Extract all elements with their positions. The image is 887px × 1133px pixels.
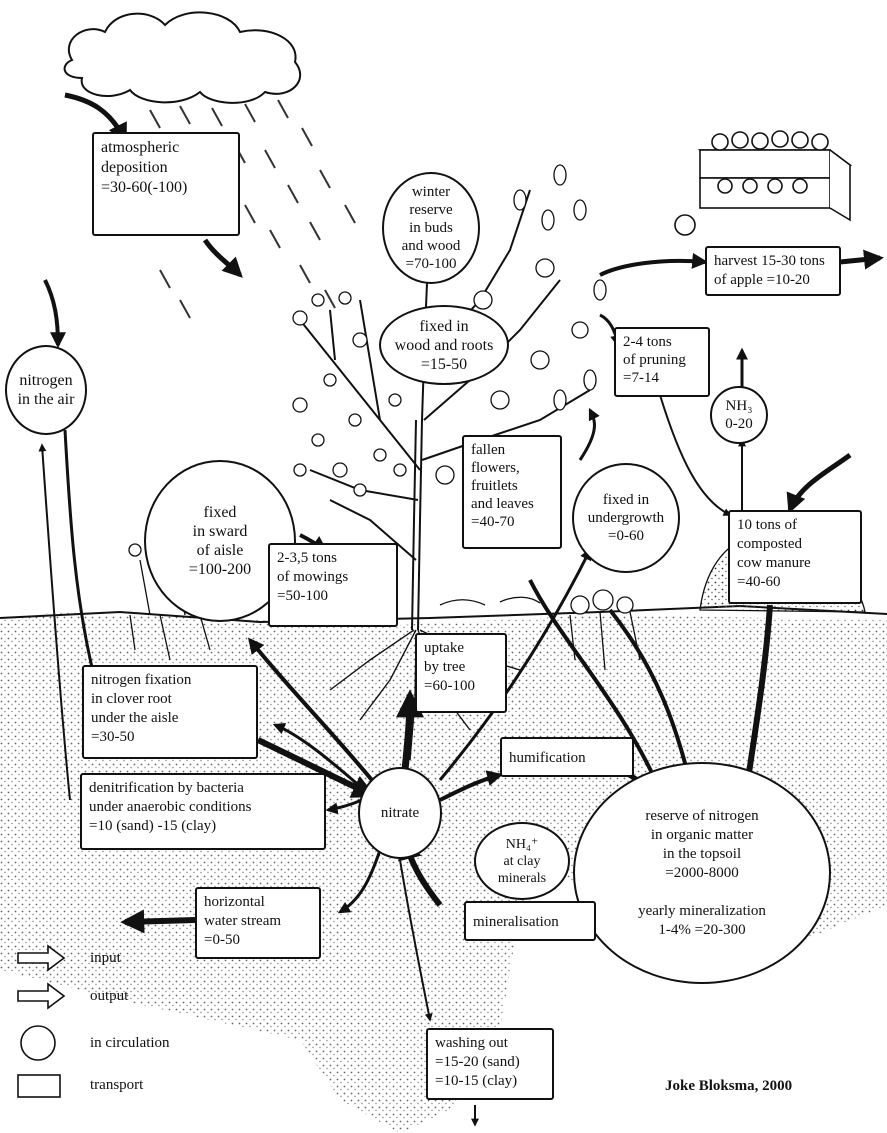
node-clover-fixation: nitrogen fixation in clover root under t… [82, 665, 258, 759]
legend-icons [17, 944, 66, 1098]
legend-output-label: output [90, 988, 129, 1004]
fallen-leaves-icon [439, 596, 541, 606]
legend-circulation-label: in circulation [90, 1035, 170, 1051]
arrow-denitrification-to-air [38, 443, 71, 801]
circulation-circle-icon [20, 1025, 56, 1061]
arrow-fallen-to-reserve [528, 579, 663, 793]
node-harvest: harvest 15-30 tons of apple =10-20 [705, 246, 841, 296]
node-nh3: NH₃ 0-20 [710, 386, 768, 444]
node-composted-manure: 10 tons of composted cow manure =40-60 [728, 510, 862, 604]
node-atmospheric-deposition: atmospheric deposition =30-60(-100) [92, 132, 240, 236]
node-mineralisation: mineralisation [464, 901, 596, 941]
node-reserve-organic: reserve of nitrogen in organic matter in… [573, 762, 831, 984]
node-nitrate: nitrate [358, 767, 442, 859]
arrow-nitrate-to-undergrowth [438, 547, 592, 781]
arrow-harvest-out [599, 252, 709, 277]
node-nitrogen-air: nitrogen in the air [5, 345, 87, 435]
output-arrow-icon [17, 982, 66, 1010]
arrow-clover-to-nitrate [256, 737, 377, 798]
arrow-air-down [43, 279, 66, 349]
node-fixed-sward: fixed in sward of aisle =100-200 [144, 460, 296, 622]
transport-rect-icon [17, 1074, 61, 1098]
node-horizontal-stream: horizontal water stream =0-50 [195, 887, 321, 959]
arrow-nitrate-to-washing [399, 859, 433, 1022]
node-denitrification: denitrification by bacteria under anaero… [80, 773, 326, 850]
apple-crate-icon [674, 130, 853, 236]
arrow-atmospheric-in [64, 92, 128, 144]
node-fixed-wood-roots: fixed in wood and roots =15-50 [379, 305, 509, 385]
arrow-harvest-right [839, 249, 884, 270]
arrow-fallen-loop [578, 407, 600, 461]
node-nh4-clay: NH₄⁺ at clay minerals [474, 822, 570, 900]
arrow-nitrate-to-sward [248, 637, 382, 792]
arrow-nitrate-to-stream [337, 849, 382, 914]
arrow-manure-in [786, 452, 852, 514]
node-uptake-tree: uptake by tree =60-100 [415, 633, 507, 713]
arrow-deposition-down [202, 238, 243, 278]
arrow-air-to-soil [63, 429, 99, 683]
arrow-nitrate-to-uptake [395, 689, 424, 771]
arrow-pruning-to-manure [659, 394, 732, 516]
credit-text: Joke Bloksma, 2000 [665, 1078, 793, 1094]
input-arrow-icon [17, 944, 66, 972]
cloud-icon [63, 11, 302, 104]
arrow-nitrate-to-humification [439, 770, 504, 802]
foliage-icon [292, 164, 607, 497]
node-fixed-undergrowth: fixed in undergrowth =0-60 [572, 463, 680, 573]
node-fallen-flowers: fallen flowers, fruitlets and leaves =40… [462, 435, 562, 549]
node-winter-reserve: winter reserve in buds and wood =70-100 [382, 172, 480, 284]
node-humification: humification [500, 737, 634, 777]
arrow-stream-out [120, 909, 196, 934]
legend-input-label: input [90, 950, 121, 966]
legend-transport-label: transport [90, 1077, 144, 1093]
node-washing-out: washing out =15-20 (sand) =10-15 (clay) [426, 1028, 554, 1100]
node-mowings: 2-3,5 tons of mowings =50-100 [268, 543, 398, 627]
node-pruning: 2-4 tons of pruning =7-14 [614, 327, 710, 397]
